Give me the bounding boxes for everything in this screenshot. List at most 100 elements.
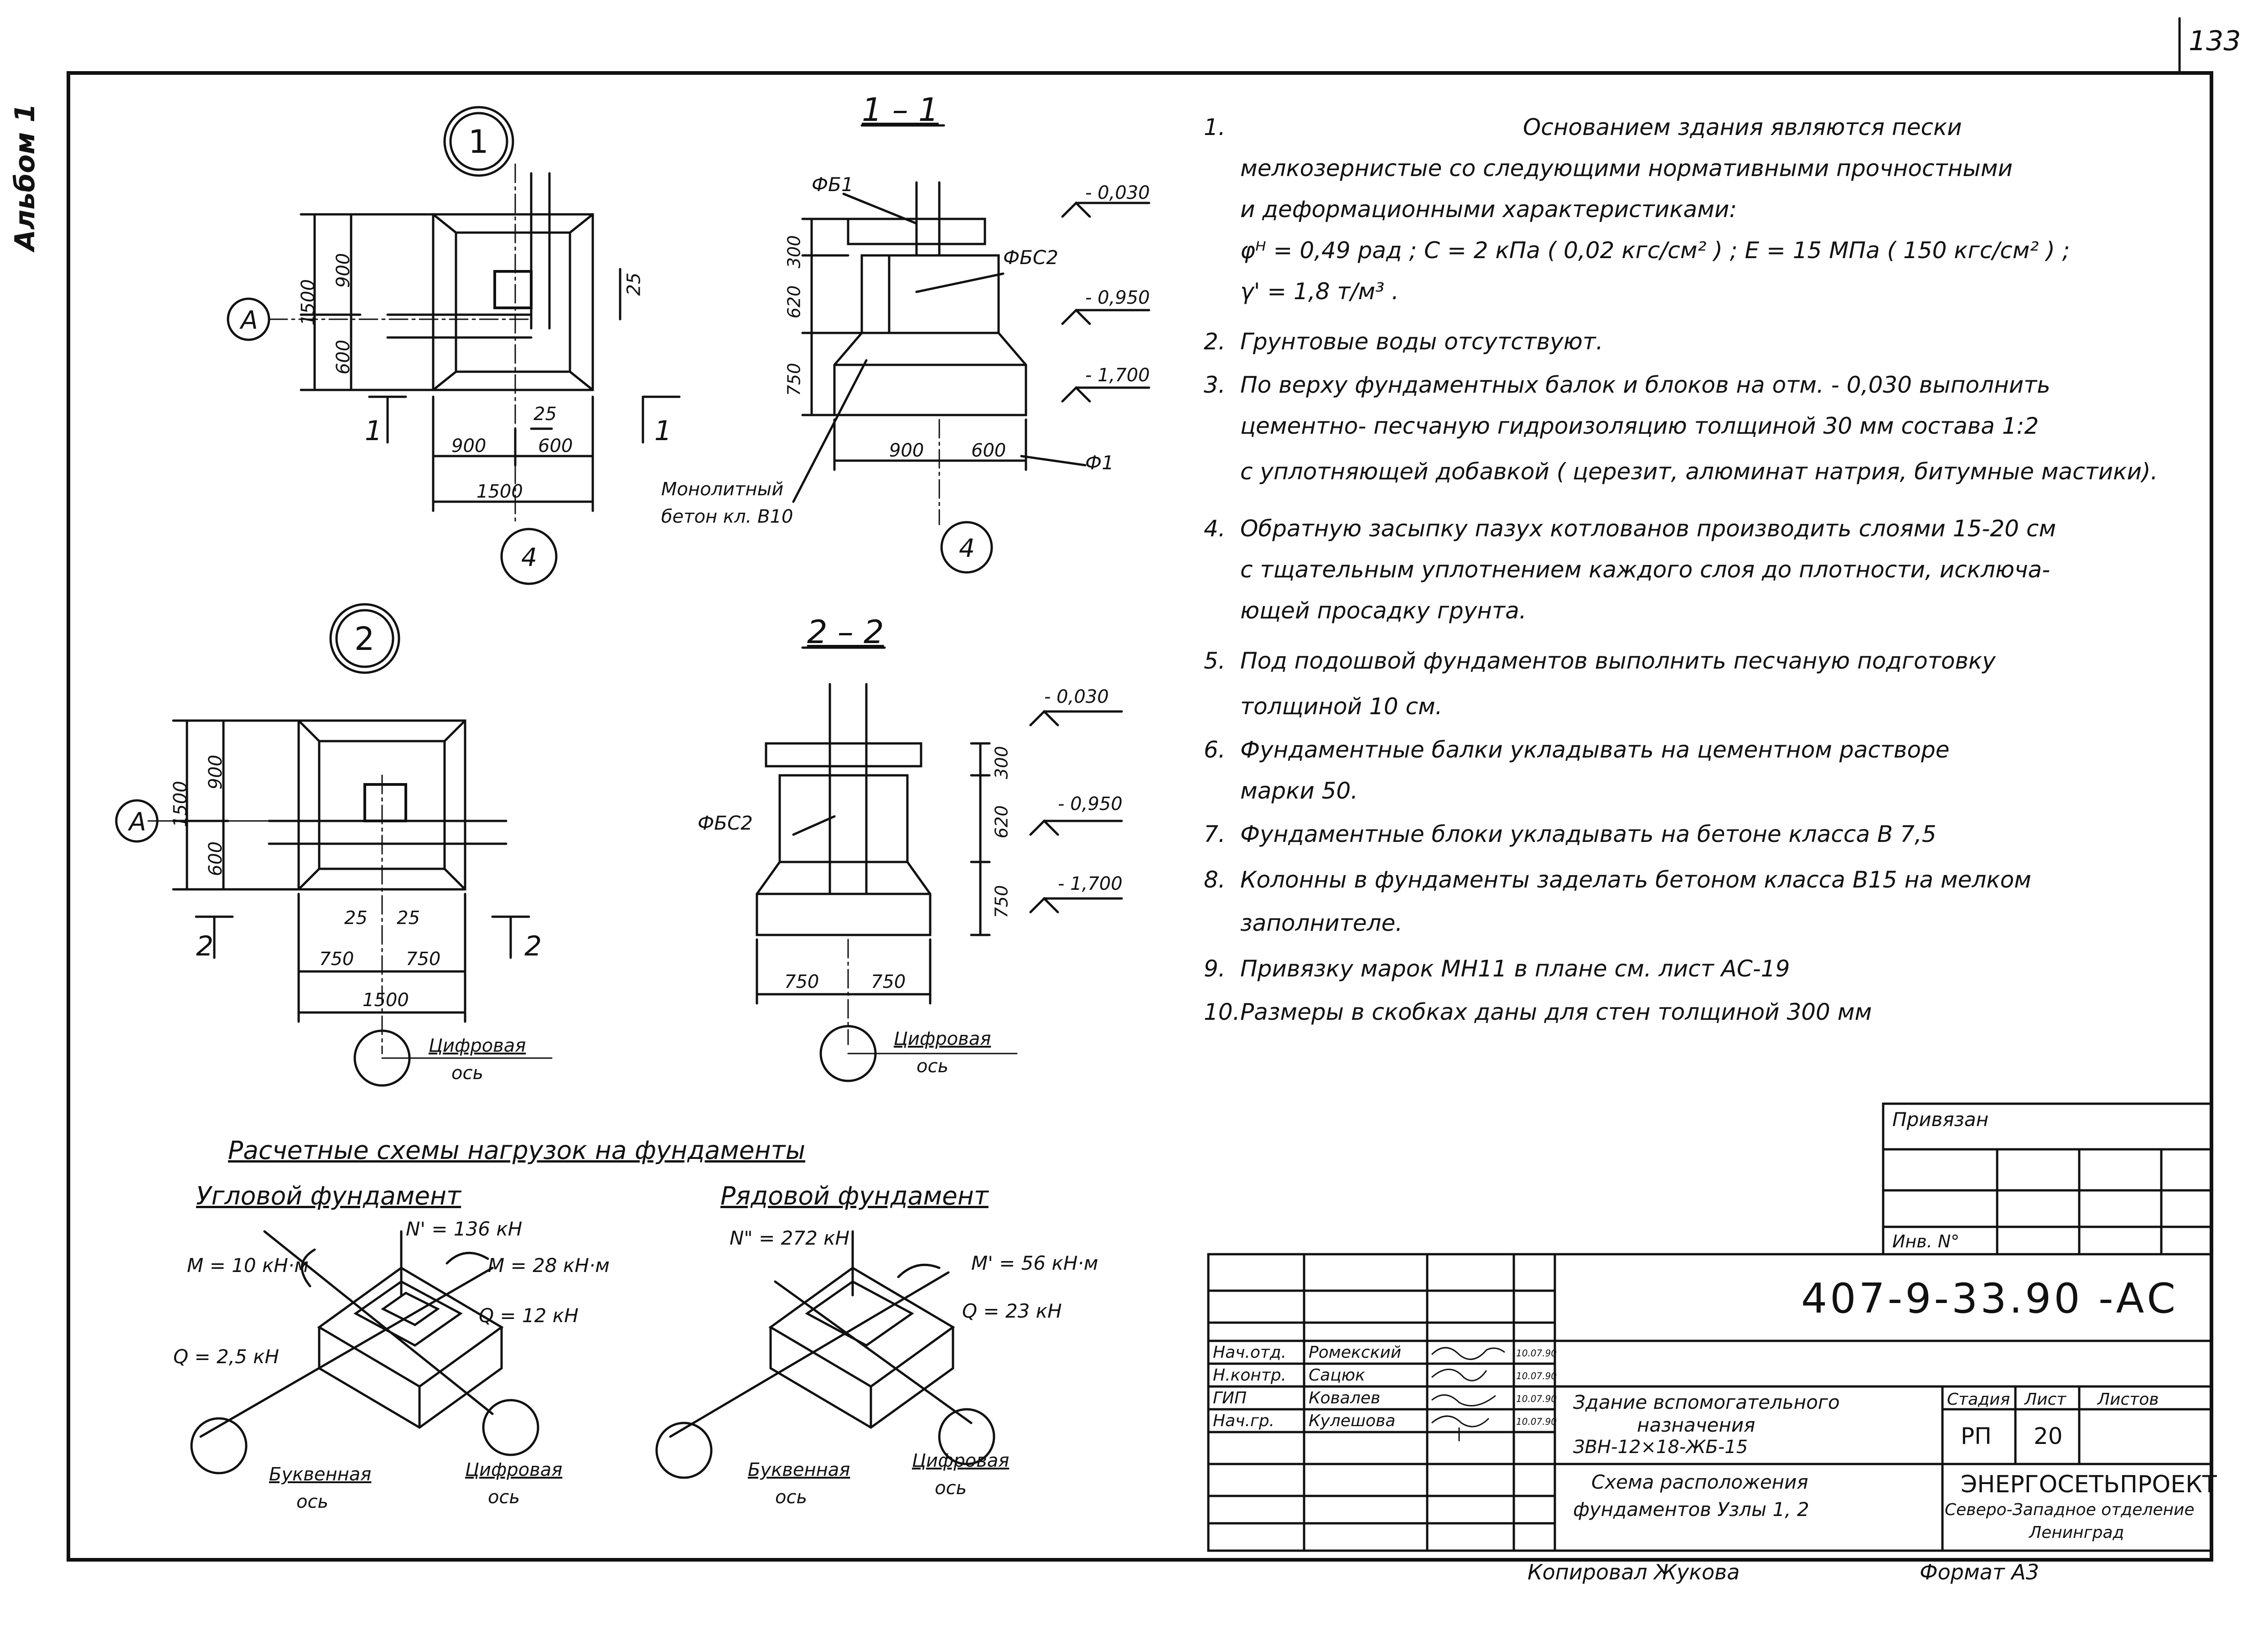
note-1: 1.Основанием здания являются пески	[1204, 114, 1962, 140]
sheet-title-line-2: фундаментов Узлы 1, 2	[1573, 1498, 1809, 1521]
title-block-lines	[1207, 1102, 2213, 1552]
corner-n: N' = 136 кН	[406, 1218, 523, 1240]
section11-label-fb1: ФБ1	[812, 173, 854, 196]
row-foundation-scheme	[655, 1230, 995, 1479]
note-6: 6.Фундаментные балки укладывать на цемен…	[1204, 737, 1950, 763]
staff-role-4: Нач.гр.	[1213, 1412, 1275, 1430]
note-4-line-3: ющей просадку грунта.	[1240, 597, 1527, 624]
row-axis-digit-2: ось	[935, 1478, 967, 1499]
corner-q1: Q = 12 кН	[479, 1304, 579, 1327]
node2-dim-h1500: 1500	[362, 990, 409, 1011]
note-1-line-4: φᴴ = 0,49 рад ; С = 2 кПа ( 0,02 кгс/см²…	[1240, 237, 2070, 264]
sheet-frame	[67, 71, 2213, 1562]
corner-m2: М = 28 кН·м	[488, 1254, 610, 1277]
loads-title: Расчетные схемы нагрузок на фундаменты	[228, 1136, 805, 1165]
node2-axis-label-2: ось	[451, 1063, 484, 1084]
section11-level-1: - 0,030	[1085, 182, 1150, 203]
org-line-2: Северо-Западное отделение	[1945, 1500, 2195, 1519]
staff-role-2: Н.контр.	[1213, 1366, 1287, 1385]
note-1-line-3: и деформационными характеристиками:	[1240, 196, 1737, 223]
section11-dim-h900: 900	[889, 440, 924, 461]
note-3-line-2: цементно- песчаную гидроизоляцию толщино…	[1240, 413, 2039, 439]
section22-dim-h750b: 750	[871, 971, 906, 992]
node1-marker: 1	[468, 123, 489, 161]
org-line-1: ЭНЕРГОСЕТЬПРОЕКТ	[1961, 1471, 2217, 1498]
note-4: 4.Обратную засыпку пазух котлованов прои…	[1204, 515, 2056, 542]
note-8-line-2: заполнителе.	[1240, 910, 1403, 936]
node2-axis-label-1: Цифровая	[429, 1035, 526, 1056]
section11-level-3: - 1,700	[1085, 365, 1150, 386]
row-n: N" = 272 кН	[730, 1227, 850, 1249]
note-3: 3.По верху фундаментных балок и блоков н…	[1204, 372, 2051, 398]
corner-axis-letter-1: Буквенная	[269, 1464, 372, 1485]
node1-plan	[227, 106, 681, 585]
node1-dim-h1500: 1500	[476, 481, 523, 502]
section22-axis-label-1: Цифровая	[894, 1028, 991, 1049]
node1-dim-h600: 600	[538, 436, 573, 457]
sheet-no-value: 20	[2034, 1423, 2063, 1449]
note-8: 8.Колонны в фундаменты заделать бетоном …	[1204, 867, 2031, 893]
section22-drawing	[756, 646, 1123, 1082]
staff-date-3: 10.07.90	[1516, 1393, 1557, 1404]
section11-label-f1: Ф1	[1085, 452, 1114, 474]
sheet-code: 407-9-33.90 -АС	[1801, 1275, 2179, 1323]
node1-dim-h900: 900	[451, 436, 487, 457]
section11-level-2: - 0,950	[1085, 287, 1150, 308]
stage-value: РП	[1961, 1423, 1992, 1449]
section11-dim-h600: 600	[971, 440, 1006, 461]
row-axis-letter-1: Буквенная	[748, 1459, 850, 1480]
stage-label: Стадия	[1947, 1390, 2010, 1409]
staff-role-3: ГИП	[1213, 1389, 1247, 1407]
node1-section-mark-right: 1	[654, 415, 672, 447]
building-line-2: назначения	[1637, 1414, 1755, 1436]
node2-dim-25a: 25	[344, 908, 368, 929]
note-5: 5.Под подошвой фундаментов выполнить пес…	[1204, 648, 1996, 674]
row-title: Рядовой фундамент	[720, 1181, 989, 1210]
node1-section-mark-left: 1	[365, 415, 383, 447]
format-label: Формат А3	[1920, 1560, 2039, 1584]
section22-title: 2 – 2	[807, 613, 884, 651]
staff-name-1: Ромекский	[1309, 1343, 1402, 1362]
corner-axis-digit-2: ось	[488, 1487, 520, 1508]
stamp-privyazan: Привязан	[1892, 1108, 1989, 1131]
copied-by: Копировал Жукова	[1528, 1560, 1740, 1584]
staff-date-2: 10.07.90	[1516, 1371, 1557, 1381]
stamp-inv: Инв. N°	[1892, 1231, 1960, 1251]
section22-level-2: - 0,950	[1058, 794, 1123, 815]
corner-title: Угловой фундамент	[196, 1181, 461, 1210]
note-4-line-2: с тщательным уплотнением каждого слоя до…	[1240, 556, 2051, 583]
section22-level-1: - 0,030	[1044, 686, 1109, 707]
node2-dim-25b: 25	[397, 908, 420, 929]
section22-label-fbs2: ФБС2	[698, 812, 753, 834]
org-line-3: Ленинград	[2029, 1523, 2124, 1542]
section11-title: 1 – 1	[862, 91, 939, 129]
row-axis-letter-2: ось	[775, 1487, 808, 1508]
note-5-line-2: толщиной 10 см.	[1240, 693, 1443, 720]
node2-plan	[115, 603, 553, 1087]
note-2: 2.Грунтовые воды отсутствуют.	[1204, 328, 1603, 355]
node1-axis-letter: А	[241, 306, 258, 335]
sheet-title-line-1: Схема расположения	[1591, 1471, 1808, 1493]
note-6-line-2: марки 50.	[1240, 778, 1358, 804]
node1-dim-25b: 25	[533, 404, 557, 425]
section11-drawing	[792, 124, 1150, 574]
node2-dim-h750a: 750	[319, 949, 354, 970]
corner-axis-letter-2: ось	[296, 1491, 329, 1512]
note-1-line-2: мелкозернистые со следующими нормативным…	[1240, 155, 2013, 182]
staff-date-1: 10.07.90	[1516, 1348, 1557, 1359]
staff-date-4: 10.07.90	[1516, 1416, 1557, 1427]
section22-dim-h750a: 750	[784, 971, 819, 992]
section22-axis-label-2: ось	[917, 1056, 949, 1077]
node2-section-mark-right: 2	[524, 930, 542, 962]
node2-axis-letter: А	[129, 807, 146, 836]
node2-section-mark-left: 2	[196, 930, 214, 962]
note-1-line-5: γ' = 1,8 т/м³ .	[1240, 278, 1399, 305]
section11-label-fbs2: ФБС2	[1003, 246, 1059, 269]
row-m: М' = 56 кН·м	[971, 1252, 1098, 1274]
note-9: 9.Привязку марок МН11 в плане см. лист А…	[1204, 955, 1790, 982]
row-q: Q = 23 кН	[962, 1300, 1062, 1322]
corner-m1: М = 10 кН·м	[187, 1254, 309, 1277]
staff-name-3: Ковалев	[1309, 1389, 1381, 1407]
corner-sheet-number: 133	[2189, 25, 2241, 57]
